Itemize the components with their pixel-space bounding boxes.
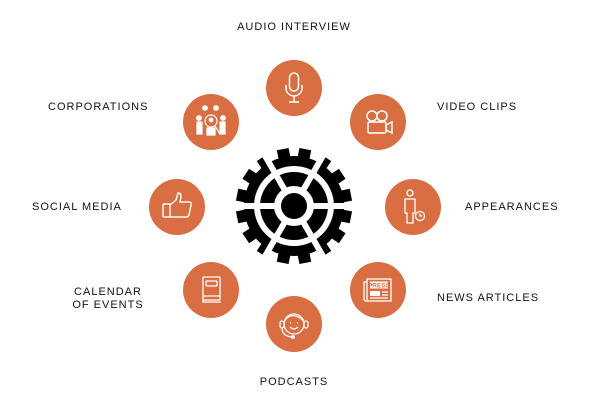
person-clock-icon <box>404 189 426 224</box>
node-social-media[interactable] <box>149 179 205 235</box>
node-audio-interview[interactable] <box>266 60 322 116</box>
press-text: PRESS <box>368 283 391 290</box>
node-appearances[interactable] <box>385 179 441 235</box>
label-audio-interview: Audio Interview <box>237 21 351 33</box>
label-calendar-of-events: Calendar of Events <box>66 286 150 312</box>
thumbs-up-icon <box>162 192 192 218</box>
headset-icon <box>279 313 309 339</box>
gear-icon <box>234 147 354 265</box>
label-corporations: Corporations <box>48 101 149 113</box>
newspaper-icon: PRESS <box>363 278 392 302</box>
book-icon <box>202 276 221 303</box>
label-news-articles: News Articles <box>437 292 540 304</box>
group-search-icon <box>196 105 226 136</box>
node-podcasts[interactable] <box>266 296 322 352</box>
label-podcasts: Podcasts <box>259 376 329 388</box>
label-line-2: of Events <box>72 299 144 311</box>
label-appearances: Appearances <box>465 201 559 213</box>
microphone-icon <box>285 72 303 103</box>
label-social-media: Social Media <box>32 201 122 213</box>
label-line-1: Calendar <box>74 286 142 298</box>
node-news-articles[interactable]: PRESS <box>350 262 406 318</box>
video-camera-icon <box>366 110 393 135</box>
node-video-clips[interactable] <box>350 94 406 150</box>
label-video-clips: Video Clips <box>437 101 518 113</box>
node-calendar-of-events[interactable] <box>183 262 239 318</box>
node-corporations[interactable] <box>183 94 239 150</box>
